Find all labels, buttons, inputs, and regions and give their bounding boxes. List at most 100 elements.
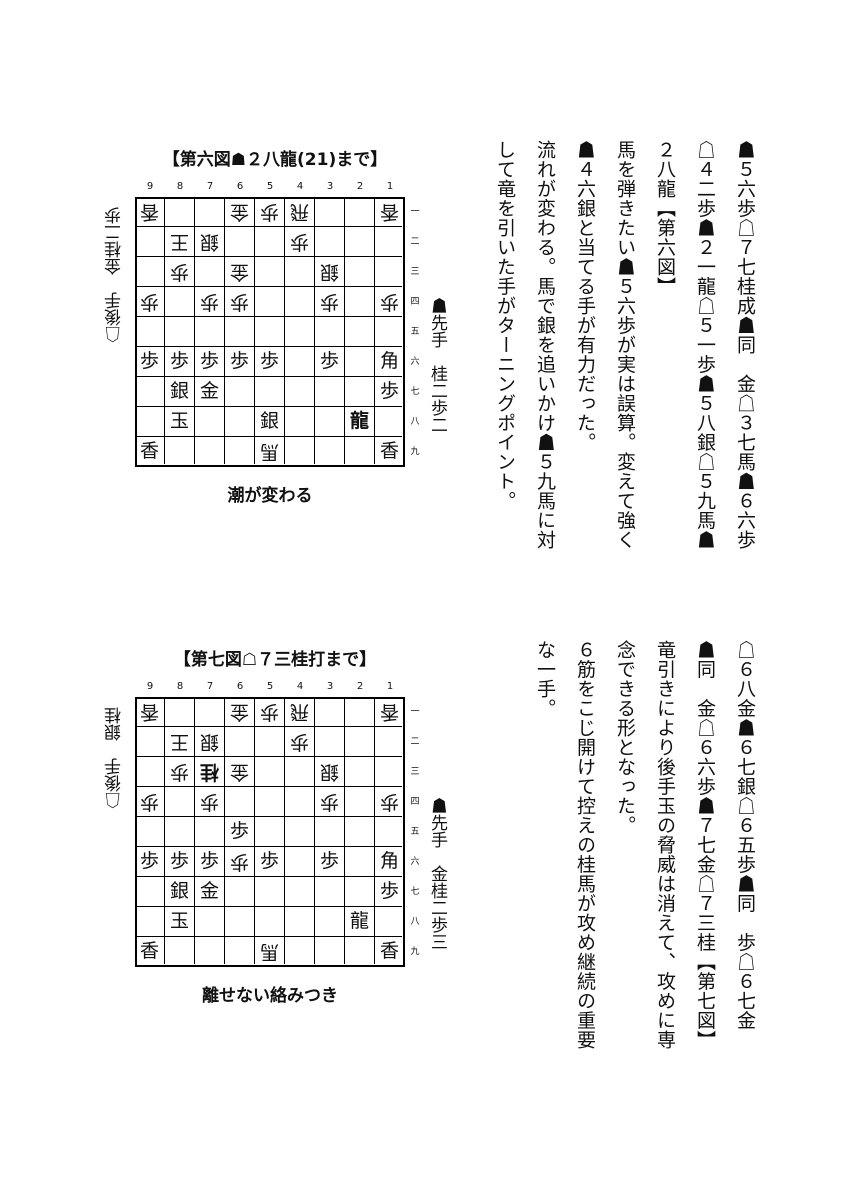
board-piece: 歩 bbox=[229, 291, 249, 313]
board-piece: 龍 bbox=[349, 910, 369, 932]
board-piece: 歩 bbox=[139, 850, 159, 872]
file-label: 5 bbox=[266, 681, 274, 692]
rank-label: 五 bbox=[410, 827, 420, 837]
board-piece: 歩 bbox=[169, 850, 189, 872]
board-piece: 玉 bbox=[169, 910, 189, 932]
board-piece: 歩 bbox=[139, 291, 159, 313]
rank-label: 七 bbox=[410, 887, 420, 897]
rank-label: 八 bbox=[410, 417, 420, 427]
text-column: 竜引きにより後手玉の脅威は消えて、攻めに専 bbox=[654, 640, 676, 1050]
board-piece: 金 bbox=[229, 261, 249, 283]
board-piece: 香 bbox=[379, 940, 399, 962]
file-label: 8 bbox=[176, 181, 184, 192]
board-piece: 歩 bbox=[229, 820, 249, 842]
board-piece: 金 bbox=[199, 380, 219, 402]
board-piece: 香 bbox=[379, 440, 399, 462]
rank-label: 二 bbox=[410, 237, 420, 247]
board-piece: 歩 bbox=[229, 350, 249, 372]
board-piece: 歩 bbox=[319, 850, 339, 872]
board-piece: 歩 bbox=[259, 850, 279, 872]
rank-label: 六 bbox=[410, 857, 420, 867]
board-piece: 王 bbox=[169, 231, 189, 253]
shogi-board: 香金歩飛香王銀歩歩金銀歩歩歩歩歩歩歩歩歩歩歩角銀金歩玉銀龍香馬香 bbox=[135, 197, 405, 467]
file-label: 5 bbox=[266, 181, 274, 192]
board-piece: 玉 bbox=[169, 410, 189, 432]
rank-label: 九 bbox=[410, 947, 420, 957]
board-piece: 歩 bbox=[289, 231, 309, 253]
board-piece: 歩 bbox=[199, 791, 219, 813]
board-piece: 香 bbox=[379, 201, 399, 223]
board-piece: 歩 bbox=[379, 291, 399, 313]
board-piece: 歩 bbox=[229, 851, 249, 873]
board-piece: 歩 bbox=[199, 291, 219, 313]
board-piece: 歩 bbox=[319, 291, 339, 313]
board-piece: 銀 bbox=[199, 231, 219, 253]
board-piece: 歩 bbox=[259, 350, 279, 372]
rank-label: 五 bbox=[410, 327, 420, 337]
board-piece: 歩 bbox=[379, 380, 399, 402]
board-piece: 歩 bbox=[319, 350, 339, 372]
board-piece: 銀 bbox=[319, 761, 339, 783]
text-column: ☗同 金☖６六歩☗７七金☖７三桂【第七図】 bbox=[694, 640, 716, 1050]
diagram-caption: 離せない絡みつき bbox=[202, 986, 338, 1006]
file-label: 4 bbox=[296, 681, 304, 692]
board-piece: 歩 bbox=[169, 350, 189, 372]
board-piece: 馬 bbox=[259, 941, 279, 963]
text-column: 馬を弾きたい☗５六歩が実は誤算。変えて強く bbox=[614, 140, 636, 550]
board-piece: 香 bbox=[139, 701, 159, 723]
board-piece: 香 bbox=[139, 440, 159, 462]
file-label: 2 bbox=[356, 681, 364, 692]
board-piece: 龍 bbox=[349, 410, 369, 432]
board-grid bbox=[137, 199, 402, 464]
text-column: ２八龍【第六図】 bbox=[654, 140, 676, 296]
board-piece: 銀 bbox=[199, 731, 219, 753]
board-piece: 金 bbox=[229, 201, 249, 223]
rank-label: 二 bbox=[410, 737, 420, 747]
board-piece: 金 bbox=[229, 701, 249, 723]
text-column: ☗４六銀と当てる手が有力だった。 bbox=[574, 140, 596, 452]
file-label: 1 bbox=[386, 181, 394, 192]
board-piece: 銀 bbox=[319, 261, 339, 283]
board-piece: 歩 bbox=[139, 350, 159, 372]
text-column: ☖６八金☗６七銀☖６五歩☗同 歩☖６七金 bbox=[734, 640, 756, 1030]
board-piece: 桂 bbox=[199, 761, 219, 783]
file-label: 7 bbox=[206, 681, 214, 692]
file-label: 9 bbox=[146, 181, 154, 192]
board-piece: 歩 bbox=[139, 791, 159, 813]
rank-label: 三 bbox=[410, 767, 420, 777]
text-column: 念できる形となった。 bbox=[614, 640, 636, 835]
board-piece: 歩 bbox=[259, 201, 279, 223]
board-piece: 銀 bbox=[259, 410, 279, 432]
board-piece: 香 bbox=[379, 701, 399, 723]
file-label: 2 bbox=[356, 181, 364, 192]
board-piece: 歩 bbox=[169, 261, 189, 283]
text-column: して竜を引いた手がターニングポイント。 bbox=[494, 140, 516, 511]
text-column: ☖４二歩☗２一龍☖５一歩☗５八銀☖５九馬☗ bbox=[694, 140, 716, 550]
file-label: 3 bbox=[326, 681, 334, 692]
rank-label: 六 bbox=[410, 357, 420, 367]
diagram-caption: 潮が変わる bbox=[227, 486, 313, 506]
sente-hand: ☗先手 桂二歩二 bbox=[427, 297, 447, 433]
rank-label: 一 bbox=[410, 207, 420, 217]
file-label: 6 bbox=[236, 681, 244, 692]
rank-label: 九 bbox=[410, 447, 420, 457]
rank-labels: 一二三四五六七八九 bbox=[408, 197, 422, 467]
file-label: 4 bbox=[296, 181, 304, 192]
file-label: 8 bbox=[176, 681, 184, 692]
rank-label: 四 bbox=[410, 297, 420, 307]
rank-label: 八 bbox=[410, 917, 420, 927]
sente-hand: ☗先手 金桂二歩三 bbox=[427, 797, 447, 950]
file-label: 9 bbox=[146, 681, 154, 692]
board-piece: 飛 bbox=[289, 701, 309, 723]
rank-label: 一 bbox=[410, 707, 420, 717]
board-piece: 銀 bbox=[169, 380, 189, 402]
rank-label: 七 bbox=[410, 387, 420, 397]
board-piece: 銀 bbox=[169, 880, 189, 902]
board-piece: 香 bbox=[139, 201, 159, 223]
shogi-board: 香金歩飛香王銀歩歩桂金銀歩歩歩歩歩歩歩歩歩歩歩角銀金歩玉龍香馬香 bbox=[135, 697, 405, 967]
board-piece: 歩 bbox=[169, 761, 189, 783]
file-label: 3 bbox=[326, 181, 334, 192]
diagram-title: 【第六図☗２八龍(21)まで】 bbox=[162, 150, 388, 170]
